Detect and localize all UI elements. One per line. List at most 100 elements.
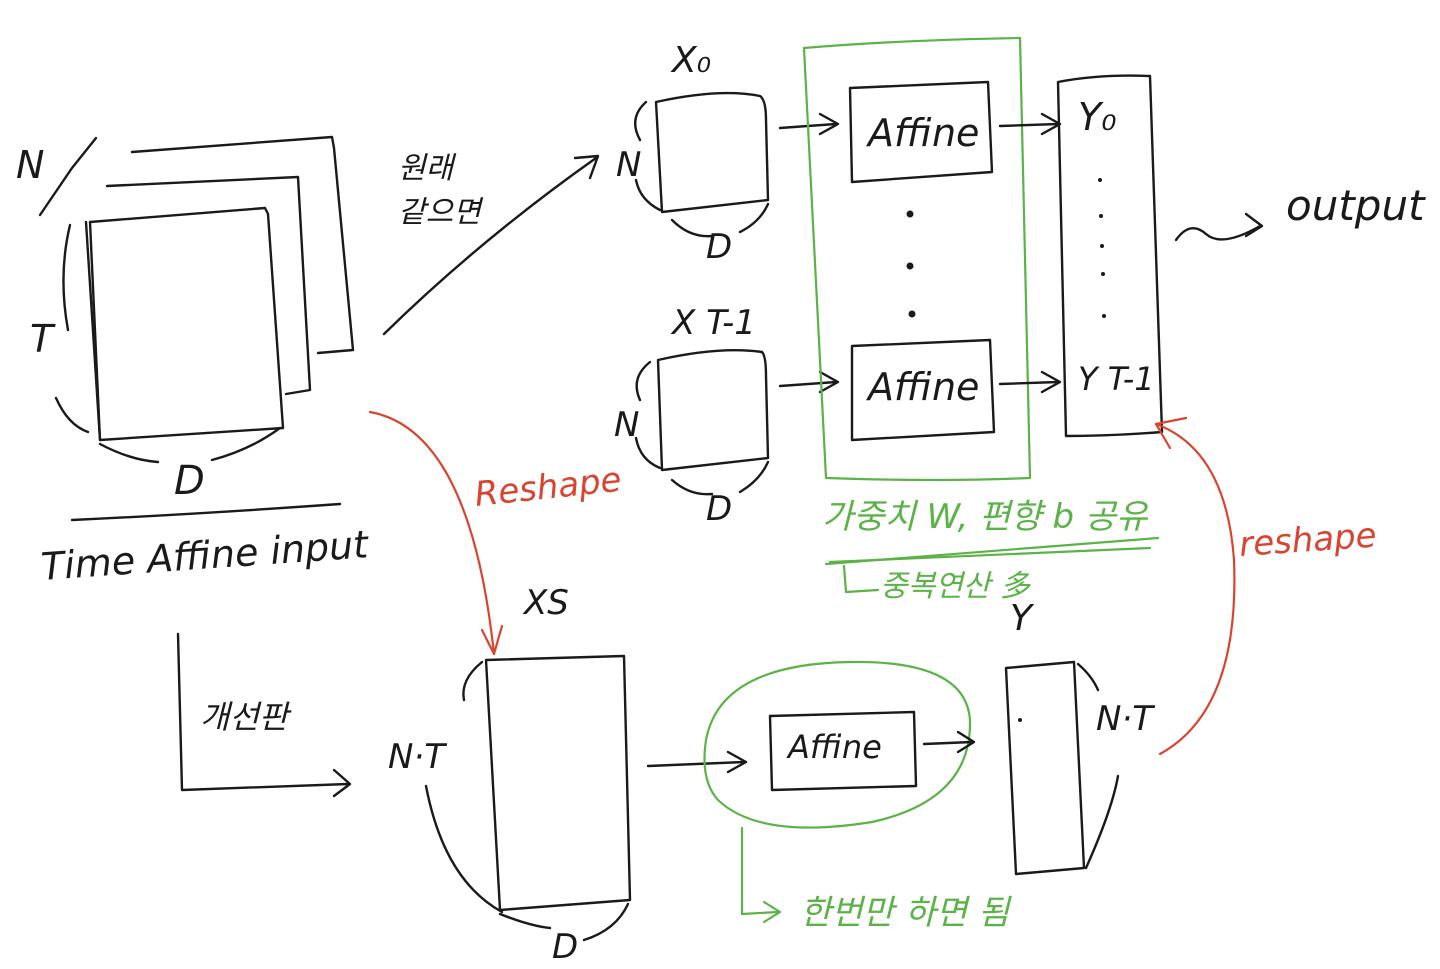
affine-single-to-y-arrow	[922, 740, 974, 746]
t-bracket	[62, 223, 72, 332]
split-branch: 원래 같으면	[382, 151, 600, 336]
input-sheet-front-left-edge	[84, 220, 102, 442]
ellipsis-dot-1	[906, 210, 914, 218]
reshape-right-label: reshape	[1238, 515, 1378, 564]
xt-to-affine-arrow	[778, 380, 838, 388]
d-bracket-right	[210, 426, 282, 462]
y-column-box	[1056, 74, 1164, 438]
input-sheet-front	[88, 206, 285, 442]
separate-note-line2: 같으면	[398, 195, 484, 230]
xs-nt-bracket-lower	[424, 784, 504, 914]
x0-n-label: N	[616, 145, 641, 185]
ellipsis-dot-2	[906, 262, 914, 270]
x0-to-affine-arrow-head	[818, 112, 840, 136]
affine-bottom-to-y-arrow-head	[1040, 370, 1062, 394]
single-affine-ellipse	[703, 660, 972, 829]
separate-note-line1: 원래	[398, 151, 457, 186]
y-ellipsis-dot-2	[1099, 214, 1103, 218]
t-bracket-lower	[54, 396, 90, 434]
once-note: 한번만 하면 됨	[800, 893, 1012, 933]
affine-single-label: Affine	[786, 728, 882, 766]
xs-box	[484, 654, 632, 912]
affine-single-to-y-arrow-head	[956, 730, 976, 754]
xt-block: X T-1 N D	[614, 303, 840, 529]
d-bracket	[98, 442, 160, 464]
y-nt-bracket-lower	[1084, 774, 1120, 870]
affine-single-box	[768, 710, 918, 792]
reshape-right-arrow-head	[1154, 416, 1188, 450]
y0-label: Y₀	[1078, 95, 1116, 139]
xt-box	[656, 349, 770, 472]
affine-top-box	[848, 80, 994, 184]
improved-bracket-arrow	[176, 632, 350, 792]
ellipsis-dot-3	[908, 310, 916, 318]
y-box	[1004, 660, 1086, 876]
x0-n-bracket-lower	[634, 178, 662, 212]
affine-bottom: Affine	[850, 338, 996, 442]
x0-d-label: D	[706, 227, 732, 267]
input-block: N T D Time Affine input	[16, 135, 372, 589]
affine-bottom-label: Affine	[865, 365, 979, 409]
xs-block: XS N·T D	[388, 583, 632, 967]
improved-bracket-arrow-head	[332, 768, 352, 798]
improved-label: 개선판	[200, 698, 292, 736]
xt-d-bracket-right	[738, 460, 770, 494]
shared-note-line1: 가중치 W, 편향 b 공유	[822, 497, 1149, 537]
reshape-left-arrow-head	[480, 624, 504, 656]
reshape-left-label: Reshape	[473, 460, 624, 515]
xs-nt-bracket	[462, 660, 484, 702]
y-ellipsis-dot-3	[1100, 244, 1104, 248]
xs-d-label: D	[552, 927, 578, 967]
caption-underline	[70, 502, 342, 522]
xt-to-affine-arrow-head	[818, 370, 840, 394]
y-ellipsis-dot-1	[1098, 178, 1102, 182]
y-nt-bracket	[1076, 662, 1100, 692]
y-column: Y₀ Y T-1	[1056, 74, 1164, 438]
once-note-arrow	[740, 826, 780, 916]
x0-n-bracket	[634, 100, 648, 142]
xt-label: X T-1	[670, 303, 756, 343]
affine-single: Affine	[768, 710, 918, 792]
y-ellipsis-dot-5	[1102, 314, 1106, 318]
y-label: Y	[1010, 598, 1035, 639]
reshape-right-arrow	[1154, 422, 1236, 756]
affine-top-to-y-arrow	[998, 122, 1060, 128]
output-arrow	[1174, 224, 1262, 242]
x0-label: X₀	[670, 40, 711, 81]
shared-note-sub-arrow	[842, 564, 880, 594]
xs-to-affine-arrow-head	[726, 750, 748, 774]
xs-to-affine-arrow	[646, 760, 746, 768]
y-inner-dot	[1018, 718, 1022, 722]
affine-bottom-box	[850, 338, 996, 442]
y-block: Y N·T	[1004, 598, 1155, 876]
split-arrow	[382, 156, 598, 336]
y-nt-label: N·T	[1096, 699, 1155, 739]
x0-box	[654, 91, 770, 214]
input-d-label: D	[174, 458, 205, 504]
split-arrow-head	[573, 154, 600, 180]
xt-n-bracket-lower	[634, 436, 662, 470]
xt-n-label: N	[614, 405, 639, 445]
xt-n-bracket	[635, 360, 652, 402]
shared-note-line2: 중복연산 多	[880, 569, 1032, 604]
xs-d-bracket	[498, 912, 552, 930]
affine-top: Affine	[848, 80, 994, 184]
x0-d-bracket-right	[738, 202, 770, 234]
shared-weights-frame	[802, 36, 1032, 482]
xs-nt-label: N·T	[388, 737, 447, 777]
input-sheet-back	[130, 135, 355, 355]
yt-label: Y T-1	[1078, 360, 1155, 398]
input-t-label: T	[30, 317, 56, 361]
xt-d-bracket	[670, 478, 714, 496]
output-label: output	[1286, 181, 1426, 230]
n-bracket	[38, 136, 98, 217]
xt-d-label: D	[706, 489, 732, 529]
affine-bottom-to-y-arrow	[998, 380, 1060, 386]
reshape-left-arrow	[368, 410, 496, 656]
x0-d-bracket	[670, 218, 714, 238]
output-arrow-head	[1244, 212, 1264, 238]
input-sheet-middle	[105, 175, 312, 396]
input-caption: Time Affine input	[40, 522, 372, 589]
shared-note-underline-2	[828, 546, 1152, 564]
